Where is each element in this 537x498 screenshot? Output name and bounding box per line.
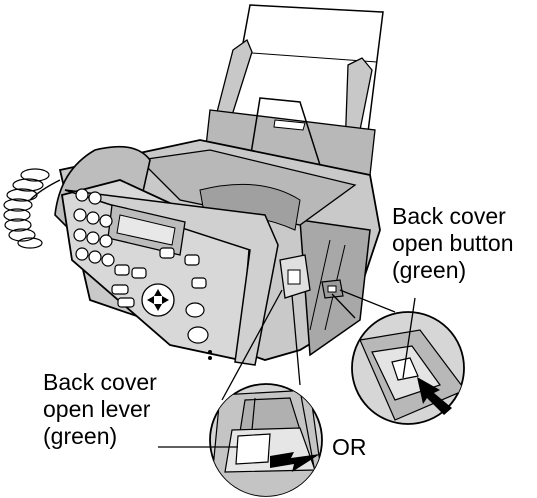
back-cover-open-button-label: Back cover open button (green) bbox=[392, 203, 514, 284]
button-label-line-2: open button bbox=[392, 230, 514, 257]
coiled-cord bbox=[4, 169, 49, 248]
lever-label-line-2: open lever bbox=[43, 396, 157, 423]
back-cover-open-lever-label: Back cover open lever (green) bbox=[43, 369, 157, 450]
lever-label-line-3: (green) bbox=[43, 423, 157, 450]
lever-label-line-1: Back cover bbox=[43, 369, 157, 396]
button-label-line-3: (green) bbox=[392, 257, 514, 284]
lever-area bbox=[280, 255, 310, 298]
or-label: OR bbox=[332, 434, 367, 461]
navigator-key bbox=[142, 284, 174, 316]
button-label-line-1: Back cover bbox=[392, 203, 514, 230]
lever-zoom-circle bbox=[210, 384, 325, 498]
button-zoom-circle bbox=[352, 312, 465, 424]
